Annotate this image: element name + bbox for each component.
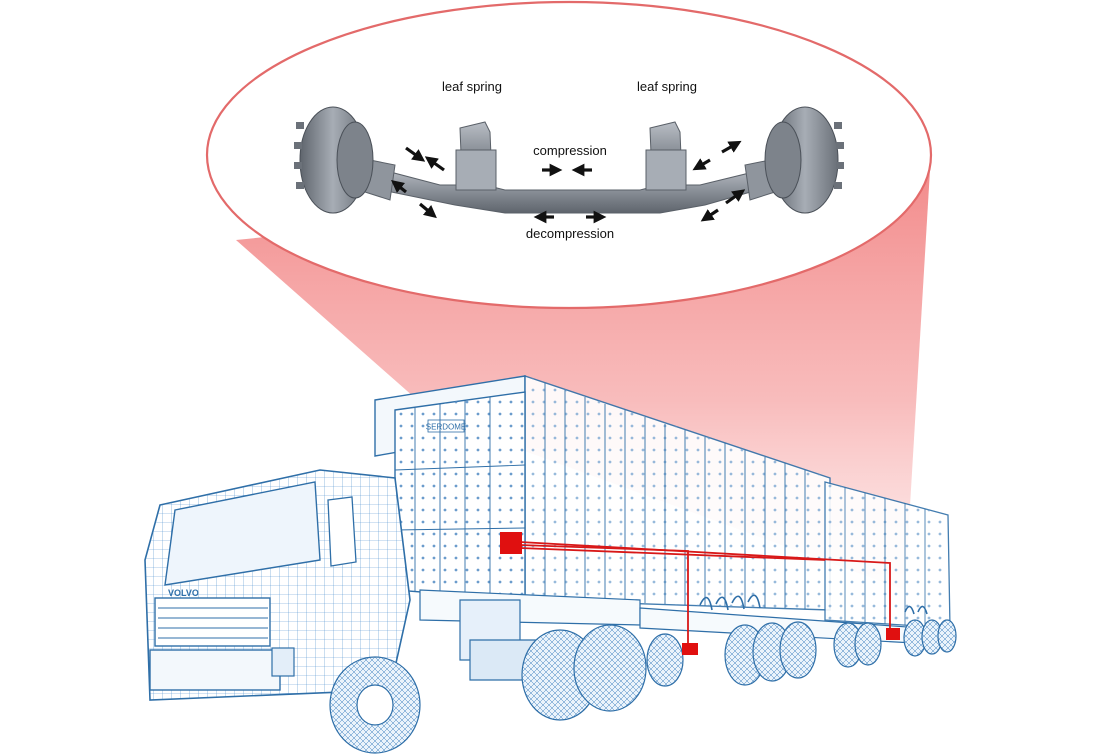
grille xyxy=(154,597,271,647)
front-axle xyxy=(294,106,844,214)
air-lines xyxy=(699,594,928,615)
label-leaf-spring-right: leaf spring xyxy=(637,79,697,94)
black-arrow-icon xyxy=(405,146,426,162)
truck-cab: VOLVO xyxy=(144,469,411,701)
trailer-wheel xyxy=(646,633,684,687)
black-arrow-icon xyxy=(721,140,742,154)
black-arrow-icon xyxy=(692,158,711,171)
windshield xyxy=(164,481,321,586)
trailer-one: SERDOME xyxy=(374,375,831,611)
trailer-wheel xyxy=(854,622,882,666)
trailer-name-plate xyxy=(427,419,465,433)
wheels xyxy=(329,619,957,754)
headlight xyxy=(271,647,295,677)
trailer-wheel xyxy=(779,621,817,679)
sensor-box-main xyxy=(500,532,522,554)
black-arrow-icon xyxy=(725,189,746,205)
bumper xyxy=(149,649,281,691)
trailer-two xyxy=(824,481,951,629)
sensor-box-trailer-one xyxy=(682,643,698,655)
side-window xyxy=(327,496,357,567)
black-arrow-icon xyxy=(391,180,407,194)
drive-wheel-two xyxy=(573,624,647,712)
label-compression: compression xyxy=(533,143,607,158)
truck-badge: VOLVO xyxy=(168,588,199,598)
label-decompression: decompression xyxy=(526,226,614,241)
callout-ellipse xyxy=(205,0,933,310)
trailer-name-text: SERDOME xyxy=(426,423,466,432)
force-arrows xyxy=(391,140,746,224)
sensor-wiring xyxy=(519,541,891,645)
black-arrow-icon xyxy=(424,156,445,172)
label-leaf-spring-left: leaf spring xyxy=(442,79,502,94)
black-arrow-icon xyxy=(418,202,437,219)
trailer-wheel xyxy=(937,619,957,653)
sensor-box-trailer-two xyxy=(886,628,900,640)
black-arrow-icon xyxy=(700,208,719,222)
